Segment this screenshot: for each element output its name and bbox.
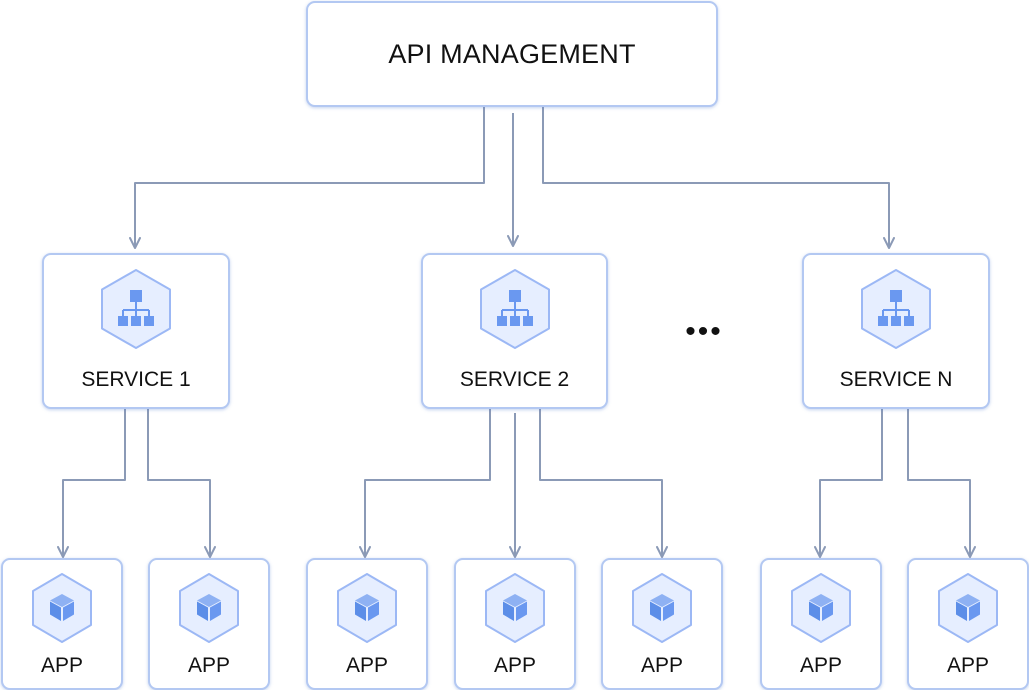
- hierarchy-icon: [479, 269, 550, 349]
- app-node: APP: [306, 558, 428, 690]
- app-label: APP: [493, 654, 537, 677]
- cube-icon: [337, 573, 397, 643]
- hierarchy-icon: [101, 269, 171, 349]
- service-label: SERVICE 1: [81, 368, 191, 391]
- app-label: APP: [799, 654, 843, 677]
- app-label: APP: [345, 654, 389, 677]
- connector-service-2-app-1: [359, 409, 491, 558]
- cube-icon: [791, 573, 851, 643]
- connector-service-n-app-1: [814, 409, 883, 558]
- cube-icon: [632, 573, 692, 643]
- connector-service-2-app-3: [539, 409, 668, 558]
- service-label: SERVICE 2: [459, 368, 570, 391]
- connector-root-service-n: [542, 107, 895, 249]
- cube-icon: [179, 573, 239, 643]
- api-management-node: API MANAGEMENT: [306, 1, 718, 107]
- service-n-node: SERVICE N: [802, 253, 990, 409]
- app-label: APP: [187, 654, 231, 677]
- app-node: APP: [601, 558, 723, 690]
- app-node: APP: [148, 558, 270, 690]
- app-label: APP: [40, 654, 84, 677]
- connector-service-1-app-2: [147, 409, 216, 558]
- app-node: APP: [1, 558, 123, 690]
- cube-icon: [485, 573, 545, 643]
- connector-service-n-app-2: [907, 409, 976, 558]
- connector-root-service-1: [129, 107, 485, 249]
- cube-icon: [938, 573, 998, 643]
- service-label: SERVICE N: [839, 368, 953, 391]
- api-management-label: API MANAGEMENT: [388, 38, 636, 69]
- hierarchy-icon: [861, 269, 931, 349]
- service-2-node: SERVICE 2: [421, 253, 608, 409]
- cube-icon: [32, 573, 92, 643]
- more-services-ellipsis: •••: [685, 315, 723, 348]
- app-label: APP: [946, 654, 990, 677]
- app-label: APP: [640, 654, 684, 677]
- app-node: APP: [454, 558, 576, 690]
- service-1-node: SERVICE 1: [42, 253, 230, 409]
- connector-service-1-app-1: [57, 409, 126, 558]
- app-node: APP: [760, 558, 882, 690]
- app-node: APP: [907, 558, 1029, 690]
